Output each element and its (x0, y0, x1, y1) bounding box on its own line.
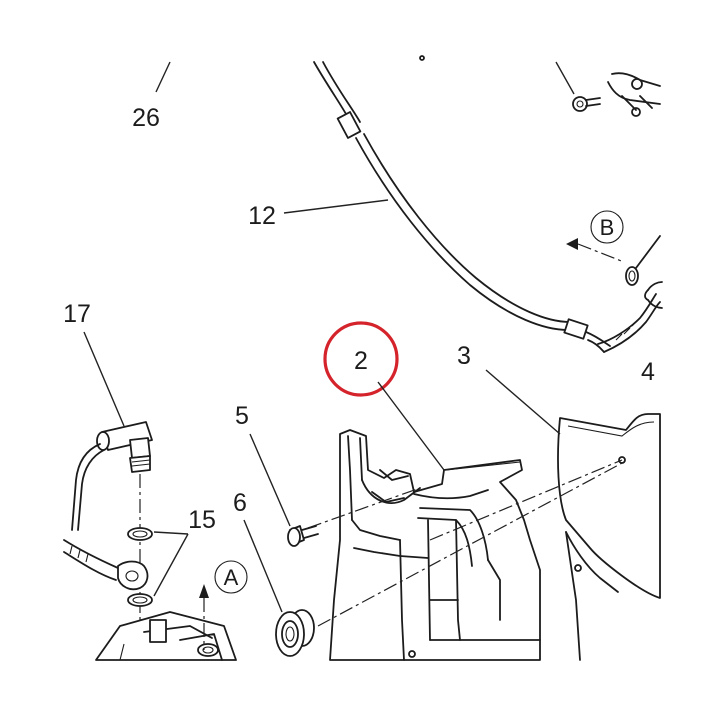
part-4-hose (625, 235, 663, 309)
part-15-orings (127, 527, 189, 607)
top-right-bracket (419, 55, 661, 117)
view-ref-a-label: A (224, 565, 239, 590)
leader-26 (155, 61, 171, 93)
arrow-icon (566, 238, 578, 250)
view-ref-a: A (199, 560, 248, 650)
part-3-gasket (557, 413, 661, 661)
alignment-line-3 (429, 459, 623, 541)
alignment-line-6 (317, 461, 625, 627)
view-ref-b: B (566, 210, 625, 263)
leader-3 (485, 369, 561, 435)
callout-26: 26 (132, 104, 160, 132)
leader-12 (283, 199, 389, 214)
callout-3: 3 (457, 342, 471, 370)
callout-12: 12 (248, 202, 276, 230)
callout-2: 2 (354, 347, 368, 375)
callout-6: 6 (233, 489, 247, 517)
leader-2 (377, 381, 445, 471)
leader-6 (243, 519, 283, 613)
pump-block (95, 611, 237, 661)
view-ref-b-label: B (600, 215, 615, 240)
highlight-circle (323, 321, 399, 397)
part-17-elbow (71, 421, 153, 660)
callout-5: 5 (235, 402, 249, 430)
hose-12 (313, 61, 661, 353)
alignment-line-5 (307, 487, 421, 529)
callout-15: 15 (188, 506, 216, 534)
part-5-screw (287, 525, 319, 547)
lower-left-hose (63, 539, 149, 591)
arrow-icon (199, 584, 209, 598)
part-2-reservoir (329, 429, 541, 661)
leader-5 (249, 433, 291, 527)
callout-2-highlight (323, 321, 399, 397)
callout-17: 17 (63, 300, 91, 328)
part-6-grommet (275, 609, 315, 657)
leader-17 (83, 331, 125, 427)
callout-4: 4 (641, 358, 655, 386)
